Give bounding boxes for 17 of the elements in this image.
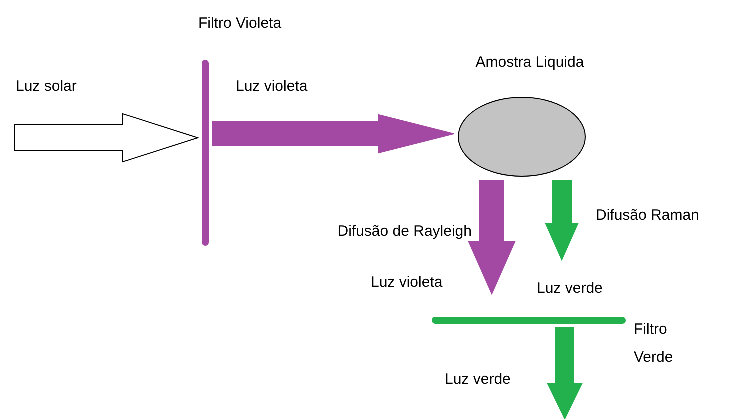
filter-bar <box>202 60 209 246</box>
filter-bar <box>432 317 626 324</box>
edge-label: Luz verde <box>445 370 511 390</box>
light-label: Luz verde <box>537 279 603 299</box>
light-label: Luz violeta <box>371 273 443 293</box>
edge-label: Luz solar <box>16 77 77 97</box>
block-arrow <box>212 114 454 154</box>
sample-heading: Amostra Liquida <box>474 53 586 73</box>
block-arrow <box>545 180 579 262</box>
block-arrow <box>468 180 516 296</box>
edge-label: Difusão de Rayleigh <box>338 222 472 242</box>
filter-label: Filtro Verde <box>634 320 674 368</box>
edge-label: Luz violeta <box>236 77 308 97</box>
edge-label: Difusão Raman <box>596 206 700 226</box>
block-arrow <box>14 113 200 163</box>
block-arrow <box>547 328 583 419</box>
filter-label: Filtro Violeta <box>197 14 283 34</box>
